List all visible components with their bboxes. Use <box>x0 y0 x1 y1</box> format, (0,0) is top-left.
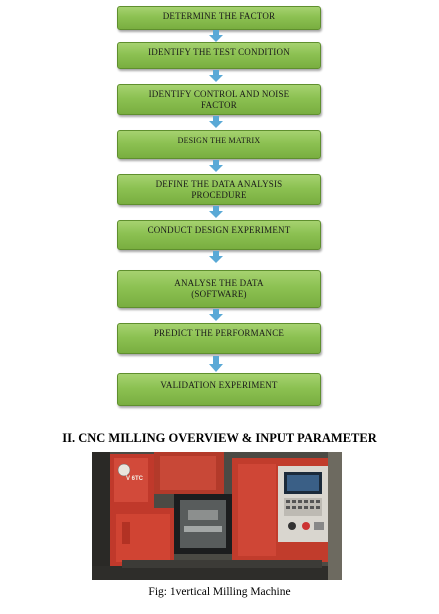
flow-step-predict-performance: PREDICT THE PERFORMANCE <box>117 323 321 354</box>
down-arrow-icon <box>209 356 223 372</box>
flow-step-design-matrix: DESIGN THE MATRIX <box>117 130 321 159</box>
down-arrow-icon <box>209 309 223 321</box>
flow-step-analyse-data: ANALYSE THE DATA (SOFTWARE) <box>117 270 321 308</box>
down-arrow-icon <box>209 206 223 218</box>
flow-step-determine-factor: DETERMINE THE FACTOR <box>117 6 321 30</box>
down-arrow-icon <box>209 160 223 172</box>
down-arrow-icon <box>209 70 223 82</box>
section-heading: II. CNC MILLING OVERVIEW & INPUT PARAMET… <box>62 431 377 445</box>
machine-badge-text: V 6TC <box>126 476 144 482</box>
down-arrow-icon <box>209 116 223 128</box>
flow-step-conduct-design-experiment: CONDUCT DESIGN EXPERIMENT <box>117 220 321 250</box>
flow-step-identify-control-noise: IDENTIFY CONTROL AND NOISE FACTOR <box>117 84 321 115</box>
down-arrow-icon <box>209 251 223 263</box>
flow-step-define-analysis-procedure: DEFINE THE DATA ANALYSIS PROCEDURE <box>117 174 321 205</box>
cnc-milling-machine-photo: V 6TC <box>92 452 342 580</box>
methodology-flowchart: DETERMINE THE FACTOR IDENTIFY THE TEST C… <box>117 6 321 406</box>
down-arrow-icon <box>209 30 223 42</box>
machine-illustration <box>92 452 342 580</box>
flow-step-identify-test-condition: IDENTIFY THE TEST CONDITION <box>117 42 321 69</box>
figure-caption: Fig: 1vertical Milling Machine <box>148 586 291 598</box>
flow-step-validation-experiment: VALIDATION EXPERIMENT <box>117 373 321 406</box>
